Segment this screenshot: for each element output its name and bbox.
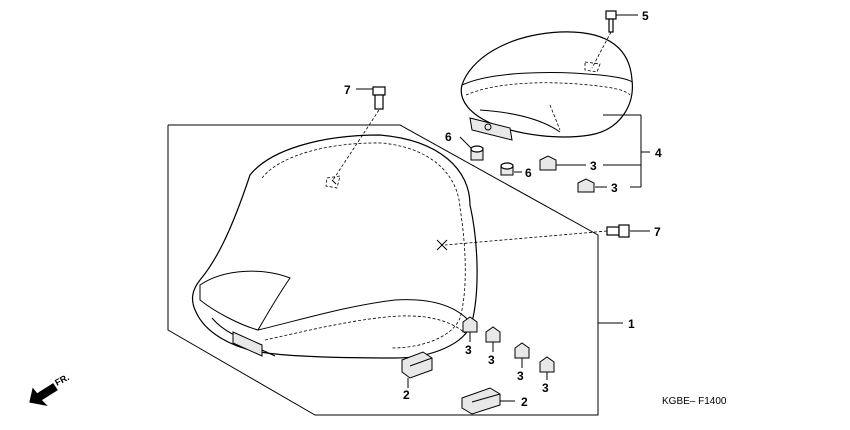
callout-2a: 2 [403,388,410,402]
callout-3f: 3 [542,381,549,395]
bolt-7-right [444,224,650,246]
callout-3e: 3 [517,369,524,383]
bracket-4 [603,114,650,188]
clip-2a [401,351,433,388]
callout-3a: 3 [590,159,597,173]
rider-seat [191,134,478,359]
cushion-3f [539,356,555,380]
front-direction-label: FR. [53,372,70,388]
callout-6b: 6 [525,166,532,180]
callout-6a: 6 [445,130,452,144]
clip-2b [461,387,515,415]
callout-3c: 3 [465,343,472,357]
pillion-seat [460,31,633,141]
callout-7a: 7 [344,83,351,97]
bolt-5 [591,10,638,69]
front-direction-arrow [29,383,58,406]
figure-code: KGBE– F1400 [662,396,727,407]
cushion-3b [577,178,607,193]
bolt-7-top [332,86,386,181]
cushion-3d [485,326,501,352]
callout-1: 1 [628,317,635,331]
callout-3b: 3 [611,181,618,195]
callout-2b: 2 [521,395,528,409]
cushion-3a [539,155,586,171]
grommet-6b [500,162,522,176]
callout-5: 5 [642,9,649,23]
cushion-3e [514,342,530,368]
callout-7b: 7 [654,225,661,239]
grommet-6a [459,136,484,161]
assembly-outline [167,124,599,416]
callout-4: 4 [655,146,662,160]
cushion-3c [462,316,478,342]
callout-3d: 3 [488,353,495,367]
